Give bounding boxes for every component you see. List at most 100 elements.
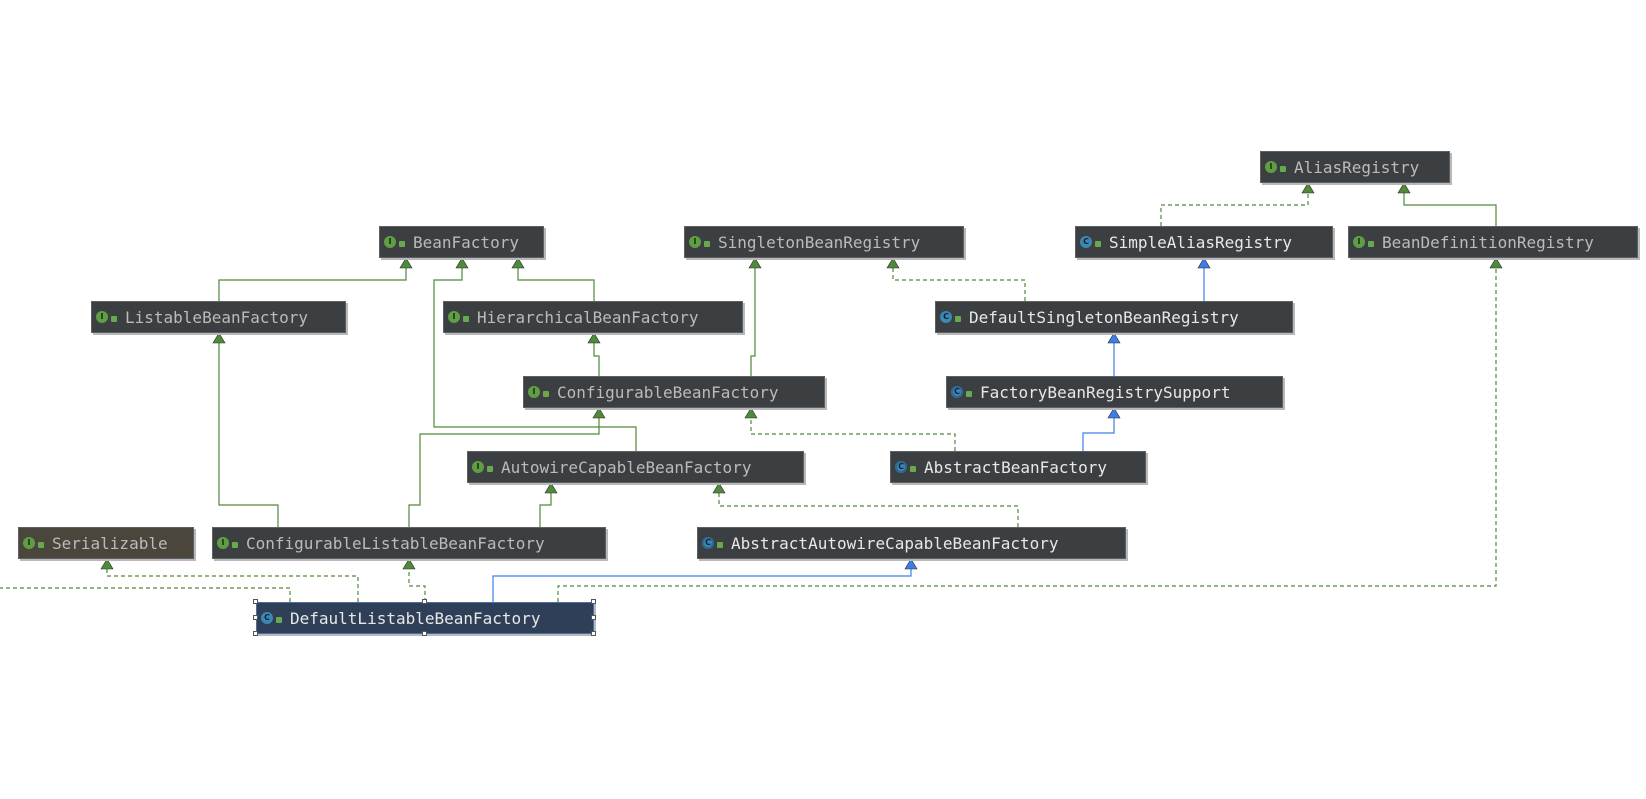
public-visibility-icon	[232, 542, 238, 548]
extends-line	[218, 333, 279, 527]
selection-resize-handle[interactable]	[253, 599, 258, 604]
extends-line	[1403, 183, 1497, 226]
node-label: BeanFactory	[413, 232, 519, 252]
arrowhead-icon	[1107, 332, 1121, 344]
abstract-bean-factory-to-configurable-bean-factory-edge	[744, 407, 956, 451]
default-singleton-bean-registry-to-simple-alias-registry-edge	[1197, 257, 1211, 301]
public-visibility-icon	[463, 316, 469, 322]
abstract-bean-factory-to-factory-bean-registry-support-edge	[1082, 407, 1121, 451]
selection-resize-handle[interactable]	[422, 631, 427, 636]
configurable-bean-factory-to-hierarchical-bean-factory-edge	[587, 332, 601, 376]
class-icon: C	[702, 537, 714, 549]
node-listable-bean-factory[interactable]: I ListableBeanFactory	[91, 301, 346, 333]
arrowhead-icon	[886, 257, 900, 269]
configurable-bean-factory-to-singleton-bean-registry-edge	[748, 257, 762, 376]
node-label: BeanDefinitionRegistry	[1382, 232, 1594, 252]
node-label: DefaultSingletonBeanRegistry	[969, 307, 1239, 327]
inherits-line	[408, 559, 426, 602]
selection-resize-handle[interactable]	[591, 631, 596, 636]
arrowhead-icon	[744, 407, 758, 419]
interface-icon: I	[472, 461, 484, 473]
arrowhead-icon	[1301, 182, 1315, 194]
selection-resize-handle[interactable]	[253, 631, 258, 636]
arrowhead-icon	[399, 257, 413, 269]
selection-resize-handle[interactable]	[591, 599, 596, 604]
node-label: FactoryBeanRegistrySupport	[980, 382, 1231, 402]
default-listable-bean-factory-to-abstract-autowire-capable-bean-factory-edge	[402, 558, 426, 602]
interface-icon: I	[384, 236, 396, 248]
public-visibility-icon	[487, 466, 493, 472]
arrowhead-icon	[100, 558, 114, 570]
abstract-autowire-capable-bean-factory-to-abstract-bean-factory-edge	[712, 482, 1019, 527]
arrowhead-icon	[712, 482, 726, 494]
implements-line	[892, 258, 1026, 301]
selection-resize-handle[interactable]	[422, 599, 427, 604]
class-icon: C	[261, 612, 273, 624]
default-listable-bean-factory-to-configurable-listable-bean-factory-edge	[100, 558, 359, 602]
node-configurable-listable-bean-factory[interactable]: I ConfigurableListableBeanFactory	[212, 527, 606, 559]
public-visibility-icon	[704, 241, 710, 247]
node-bean-factory[interactable]: I BeanFactory	[379, 226, 544, 258]
node-label: ListableBeanFactory	[125, 307, 309, 327]
node-abstract-autowire-capable-bean-factory[interactable]: C AbstractAutowireCapableBeanFactory	[697, 527, 1126, 559]
interface-icon: I	[528, 386, 540, 398]
extends-line	[408, 408, 600, 527]
node-label: DefaultListableBeanFactory	[290, 608, 541, 628]
default-singleton-bean-registry-to-singleton-bean-registry-edge	[886, 257, 1026, 301]
public-visibility-icon	[1280, 166, 1286, 172]
interface-icon: I	[23, 537, 35, 549]
abstract-autowire-capable-bean-factory-to-autowire-capable-bean-factory-edge	[492, 558, 918, 602]
node-label: Serializable	[52, 533, 168, 553]
node-factory-bean-registry-support[interactable]: C FactoryBeanRegistrySupport	[946, 376, 1283, 408]
arrowhead-icon	[511, 257, 525, 269]
interface-icon: I	[689, 236, 701, 248]
arrowhead-icon	[402, 558, 416, 570]
autowire-capable-bean-factory-to-bean-factory-edge	[433, 257, 637, 451]
node-label: ConfigurableListableBeanFactory	[246, 533, 545, 553]
default-listable-bean-factory-to-serializable-edge	[0, 587, 291, 602]
node-label: AbstractAutowireCapableBeanFactory	[731, 533, 1059, 553]
implements-line	[492, 559, 912, 602]
node-label: ConfigurableBeanFactory	[557, 382, 779, 402]
selection-resize-handle[interactable]	[253, 615, 258, 620]
listable-bean-factory-to-bean-factory-edge	[218, 257, 413, 301]
public-visibility-icon	[955, 316, 961, 322]
inherits-line	[718, 483, 1019, 527]
interface-icon: I	[217, 537, 229, 549]
node-autowire-capable-bean-factory[interactable]: I AutowireCapableBeanFactory	[467, 451, 804, 483]
node-label: AutowireCapableBeanFactory	[501, 457, 752, 477]
extends-line	[750, 258, 756, 376]
arrowhead-icon	[1397, 182, 1411, 194]
interface-icon: I	[96, 311, 108, 323]
public-visibility-icon	[543, 391, 549, 397]
arrowhead-icon	[455, 257, 469, 269]
public-visibility-icon	[1368, 241, 1374, 247]
configurable-listable-bean-factory-to-autowire-capable-bean-factory-edge	[539, 482, 558, 527]
arrowhead-icon	[1489, 257, 1503, 269]
node-default-listable-bean-factory[interactable]: C DefaultListableBeanFactory	[256, 602, 594, 634]
class-icon: C	[951, 386, 963, 398]
public-visibility-icon	[399, 241, 405, 247]
node-label: AliasRegistry	[1294, 157, 1420, 177]
extends-line	[539, 483, 552, 527]
arrowhead-icon	[592, 407, 606, 419]
arrowhead-icon	[212, 332, 226, 344]
configurable-listable-bean-factory-to-configurable-bean-factory-edge	[408, 407, 606, 527]
selection-resize-handle[interactable]	[591, 615, 596, 620]
arrowhead-icon	[1197, 257, 1211, 269]
node-configurable-bean-factory[interactable]: I ConfigurableBeanFactory	[523, 376, 825, 408]
interface-icon: I	[1265, 161, 1277, 173]
implements-line	[0, 587, 291, 602]
default-listable-bean-factory-to-bean-definition-registry-edge	[557, 257, 1503, 602]
node-serializable[interactable]: I Serializable	[18, 527, 194, 559]
node-alias-registry[interactable]: I AliasRegistry	[1260, 151, 1450, 183]
extends-line	[433, 258, 637, 451]
configurable-listable-bean-factory-to-listable-bean-factory-edge	[212, 332, 279, 527]
